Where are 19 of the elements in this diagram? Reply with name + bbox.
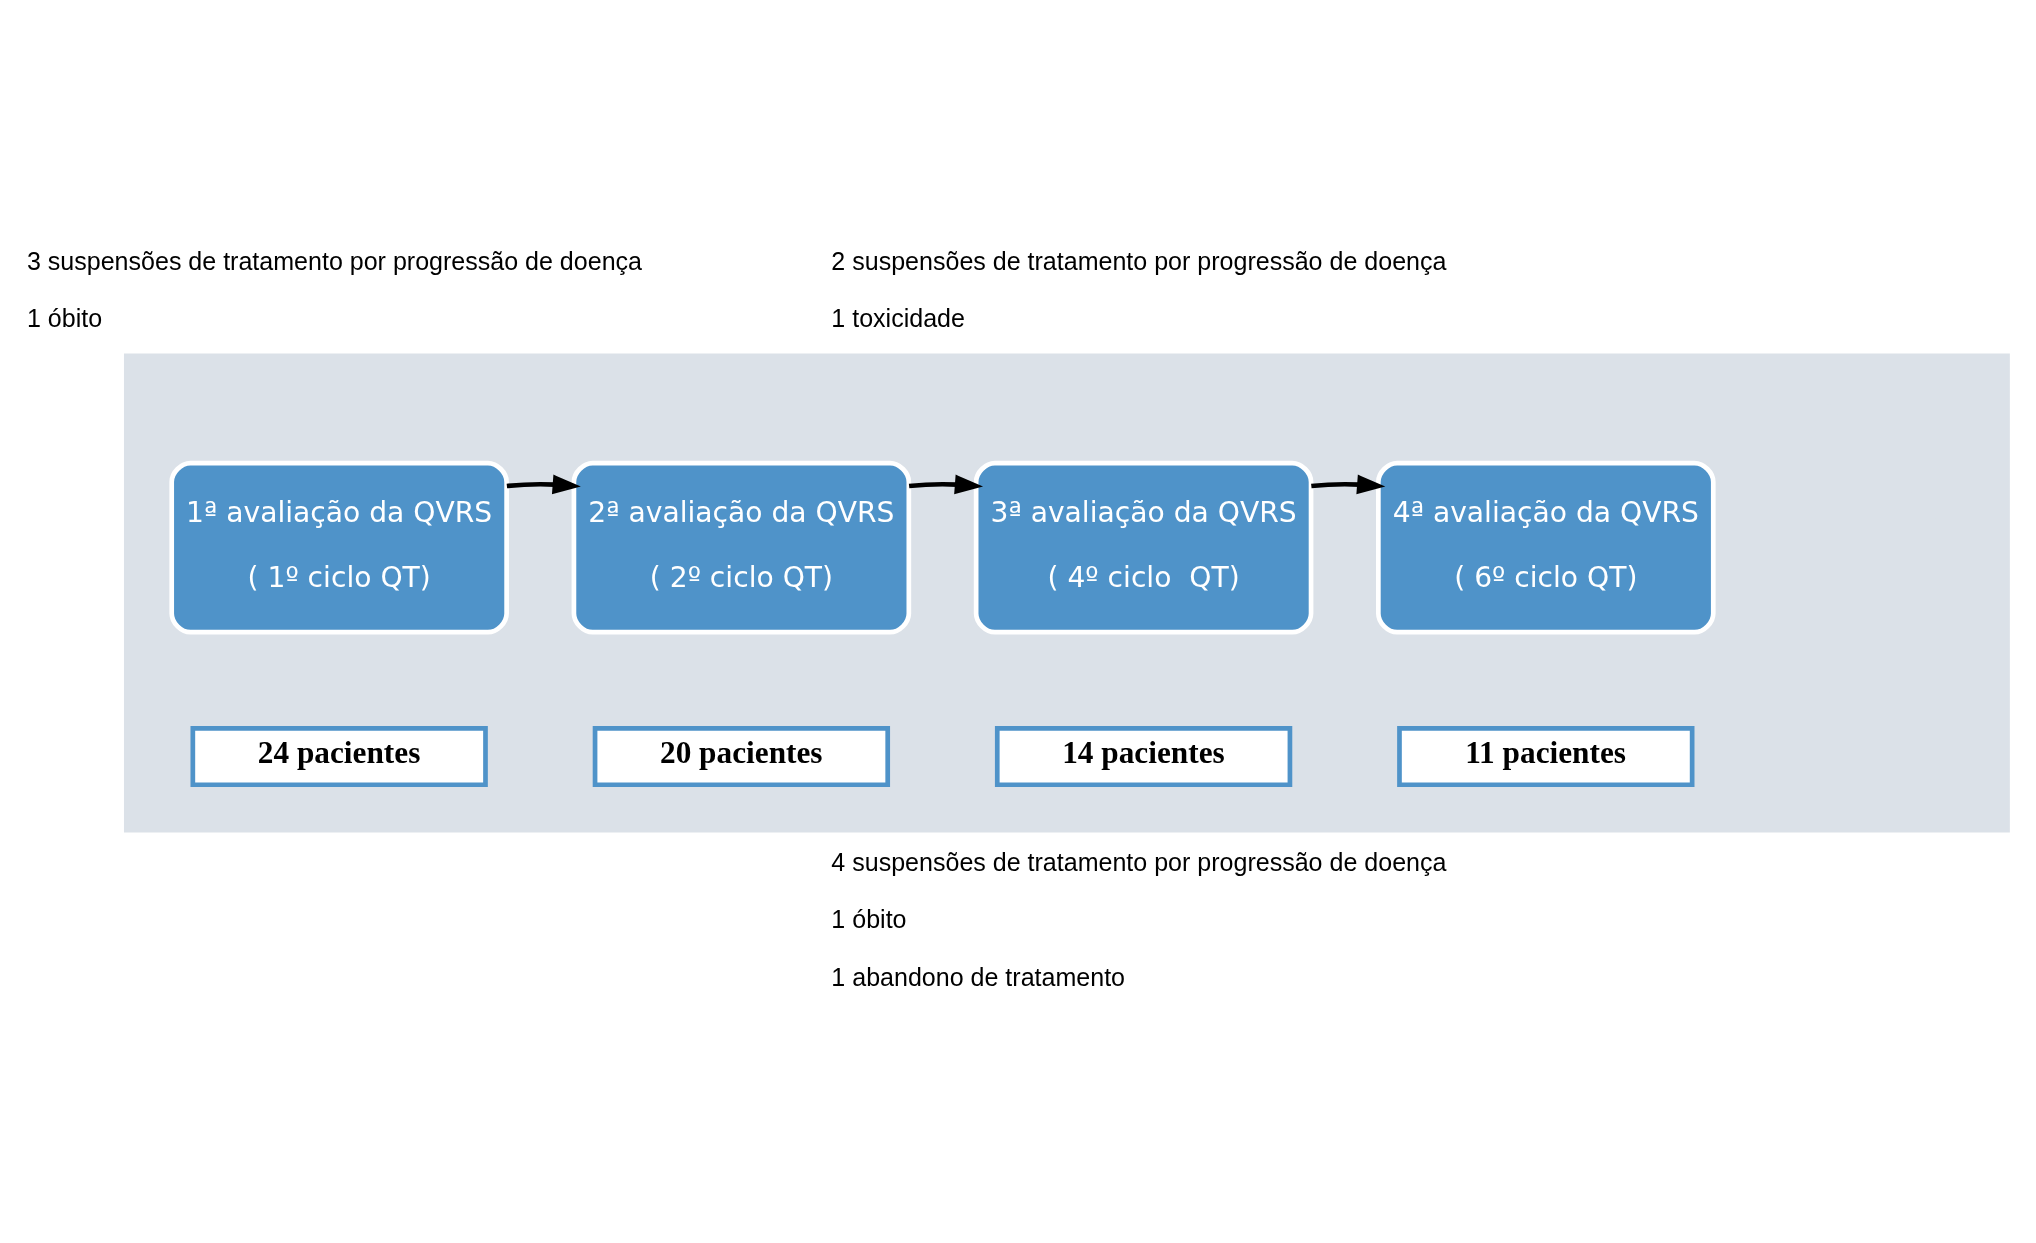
- arrow: [506, 474, 581, 494]
- label: 1 óbito: [26, 303, 103, 332]
- node-box: 3ª avaliação da QVRS ( 4º ciclo QT): [973, 460, 1314, 634]
- label: 3 suspensões de tratamento por progressão de doença: [26, 246, 642, 275]
- label: 2 suspensões de tratamento por progressão de doença: [831, 246, 1447, 275]
- node-box: 14 pacientes: [994, 725, 1293, 787]
- node-box: 11 pacientes: [1397, 725, 1695, 787]
- label: 1 abandono de tratamento: [831, 962, 1126, 991]
- node-box: 4ª avaliação da QVRS ( 6º ciclo QT): [1376, 460, 1716, 634]
- node-box: 24 pacientes: [190, 725, 488, 787]
- label: 4 suspensões de tratamento por progressão de doença: [831, 847, 1447, 876]
- node-box: 20 pacientes: [592, 725, 891, 787]
- node-box: 1ª avaliação da QVRS ( 1º ciclo QT): [169, 460, 509, 634]
- arrow: [1311, 474, 1386, 494]
- label: 1 toxicidade: [831, 303, 965, 332]
- node-box: 2ª avaliação da QVRS ( 2º ciclo QT): [571, 460, 912, 634]
- arrow: [908, 474, 984, 494]
- cluster: [123, 353, 2010, 832]
- label: 1 óbito: [831, 904, 907, 933]
